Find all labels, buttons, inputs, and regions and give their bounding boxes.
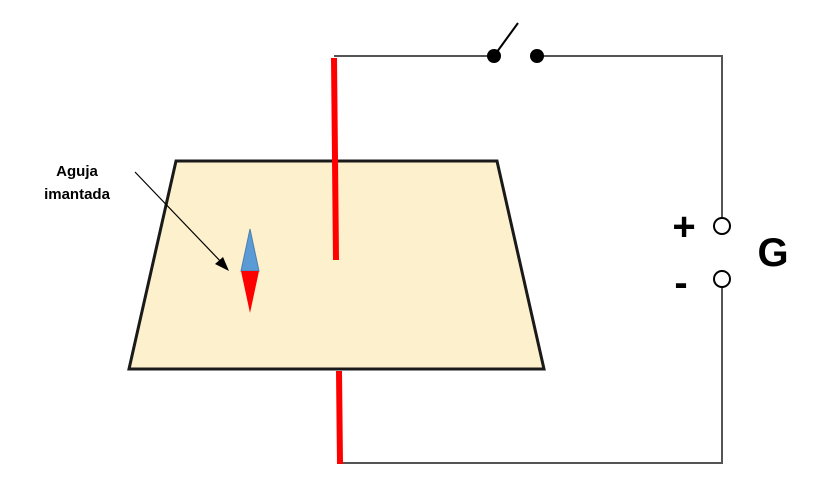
conductor-upper xyxy=(331,57,339,261)
needle-label-line1: Aguja xyxy=(56,163,98,180)
open-switch xyxy=(487,22,544,63)
conductor-lower xyxy=(336,370,343,465)
generator-terminals: + - G xyxy=(672,205,788,305)
needle-label-line2: imantada xyxy=(44,186,110,203)
positive-sign: + xyxy=(672,205,695,249)
needle-pointer-arrow xyxy=(134,171,229,271)
switch-lever xyxy=(493,22,519,57)
generator-label: G xyxy=(757,231,788,275)
needle-south-half xyxy=(241,271,259,313)
cardboard-plane xyxy=(127,159,546,371)
switch-contact-right xyxy=(530,49,544,63)
negative-sign: - xyxy=(674,261,687,305)
circuit-wires xyxy=(334,55,723,464)
magnetic-needle-icon xyxy=(240,228,260,313)
top-wire-right xyxy=(537,55,723,218)
positive-terminal-icon xyxy=(713,217,731,235)
needle-label: Aguja imantada xyxy=(22,160,132,206)
bottom-wire xyxy=(340,286,723,464)
negative-terminal-icon xyxy=(713,270,731,288)
